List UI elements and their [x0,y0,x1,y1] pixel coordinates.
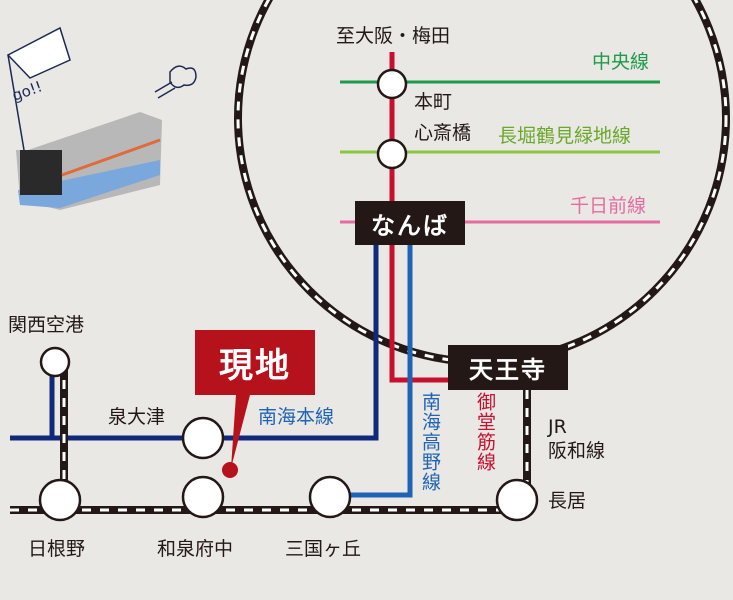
station-mikunigaoka-marker [308,475,352,519]
station-shinsaibashi: 心斎橋 [414,122,472,144]
station-honmachi-marker [376,68,408,100]
sennichimae-line-label: 千日前線 [570,195,647,217]
site-pointer [231,395,250,468]
station-nagai: 長居 [548,490,587,512]
station-hineno-marker [38,478,82,522]
station-nagai-marker [495,478,539,522]
nankai-koya-line-label: 南海高野線 [419,392,441,492]
hub-namba: なんば [355,201,465,245]
site-label: 現地 [195,330,315,395]
station-izumifuchu: 和泉府中 [157,538,234,560]
osaka-loop-line [234,0,730,366]
station-izumiotsu-marker [181,416,225,460]
station-shinsaibashi-marker [376,138,408,170]
site-dot [222,462,238,478]
station-mikunigaoka: 三国ヶ丘 [285,538,362,560]
nankai-main-line [10,245,379,441]
station-izumiotsu: 泉大津 [108,406,166,428]
station-kansai-airport-marker [39,346,71,378]
midosuji-line-label: 御堂筋線 [474,392,496,472]
train-illustration [6,26,197,210]
nankai-koya-line [325,245,413,498]
nagahori-line-label: 長堀鶴見緑地線 [498,125,632,147]
hanwa-line-label: 阪和線 [548,440,606,462]
station-honmachi: 本町 [414,91,453,113]
jr-label: JR [548,416,567,438]
station-hineno: 日根野 [28,538,86,560]
station-kansai-airport: 関西空港 [8,314,85,336]
nankai-main-line-label: 南海本線 [258,406,335,428]
hub-tennoji: 天王寺 [448,345,568,390]
destination-label: 至大阪・梅田 [336,25,451,47]
chuo-line-label: 中央線 [592,51,650,73]
station-izumifuchu-marker [181,475,225,519]
